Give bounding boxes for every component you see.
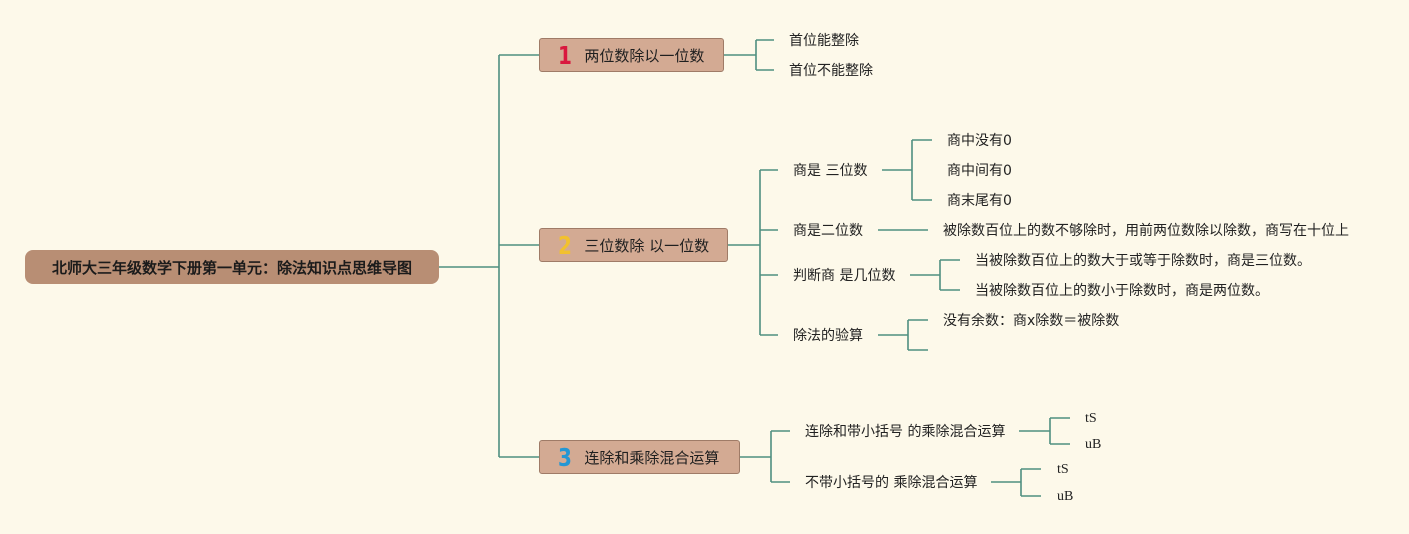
subtopic-first-digit-divisible[interactable]: 首位能整除 xyxy=(789,33,859,49)
leaf-with-brackets-ts[interactable]: tS xyxy=(1085,411,1097,426)
topic-3-label: 连除和乘除混合运算 xyxy=(584,448,720,467)
leaf-no-zero-in-quotient[interactable]: 商中没有0 xyxy=(947,133,1012,149)
number-1-icon: 1 xyxy=(558,40,572,70)
leaf-zero-at-end[interactable]: 商末尾有0 xyxy=(947,193,1012,209)
subtopic-quotient-three-digit[interactable]: 商是 三位数 xyxy=(793,163,868,179)
subtopic-with-brackets[interactable]: 连除和带小括号 的乘除混合运算 xyxy=(805,424,1006,440)
connector-topic-3 xyxy=(740,430,790,483)
topic-2-label: 三位数除 以一位数 xyxy=(584,236,710,255)
subtopic-without-brackets[interactable]: 不带小括号的 乘除混合运算 xyxy=(805,475,978,491)
connector-with-bracket xyxy=(1019,417,1070,445)
leaf-less-than-rule[interactable]: 当被除数百位上的数小于除数时，商是两位数。 xyxy=(975,283,1269,299)
topic-1[interactable]: 1 两位数除以一位数 xyxy=(539,38,724,72)
leaf-greater-equal-rule[interactable]: 当被除数百位上的数大于或等于除数时，商是三位数。 xyxy=(975,253,1311,269)
number-2-icon: 2 xyxy=(558,230,572,260)
connector-topic-1 xyxy=(724,39,774,71)
connector-root xyxy=(439,54,539,458)
subtopic-judge-digits[interactable]: 判断商 是几位数 xyxy=(793,268,896,284)
leaf-two-digit-rule[interactable]: 被除数百位上的数不够除时，用前两位数除以除数，商写在十位上 xyxy=(943,223,1349,239)
leaf-with-brackets-ub[interactable]: uB xyxy=(1085,437,1102,452)
topic-2[interactable]: 2 三位数除 以一位数 xyxy=(539,228,728,262)
topic-1-label: 两位数除以一位数 xyxy=(584,46,705,65)
number-3-icon: 3 xyxy=(558,442,572,472)
root-label: 北师大三年级数学下册第一单元：除法知识点思维导图 xyxy=(51,258,412,277)
topic-3[interactable]: 3 连除和乘除混合运算 xyxy=(539,440,740,474)
connector-check xyxy=(878,319,928,351)
connector-quotient-3digit xyxy=(882,139,932,201)
root-topic[interactable]: 北师大三年级数学下册第一单元：除法知识点思维导图 xyxy=(25,250,439,284)
leaf-no-remainder-check[interactable]: 没有余数：商x除数＝被除数 xyxy=(943,313,1120,329)
subtopic-quotient-two-digit[interactable]: 商是二位数 xyxy=(793,223,863,239)
connector-judge xyxy=(910,259,960,291)
subtopic-first-digit-not-divisible[interactable]: 首位不能整除 xyxy=(789,63,873,79)
connector-topic-2 xyxy=(728,169,778,336)
subtopic-division-check[interactable]: 除法的验算 xyxy=(793,328,863,344)
leaf-zero-in-middle[interactable]: 商中间有0 xyxy=(947,163,1012,179)
connector-no-bracket xyxy=(991,468,1041,497)
leaf-without-brackets-ub[interactable]: uB xyxy=(1057,489,1074,504)
leaf-without-brackets-ts[interactable]: tS xyxy=(1057,462,1069,477)
